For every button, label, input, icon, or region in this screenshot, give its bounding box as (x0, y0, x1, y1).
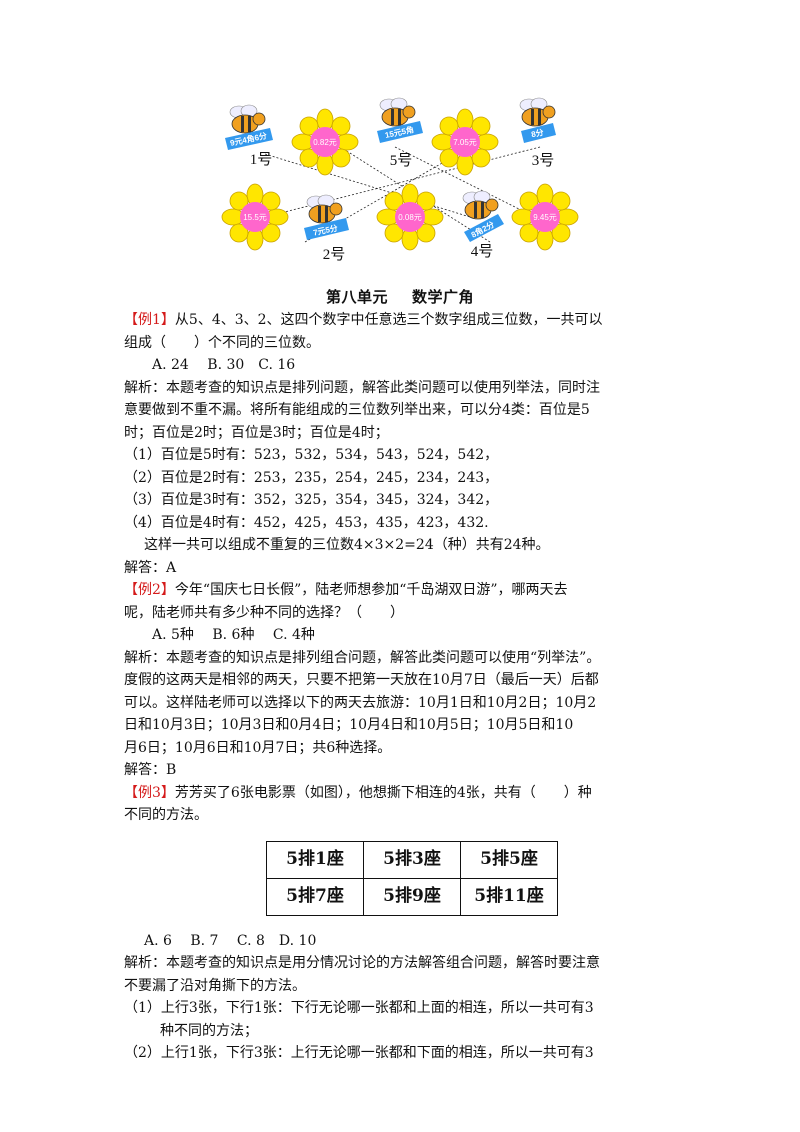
example1-answer: 解答：A (124, 559, 177, 576)
tickets-row-2: 5排7座 5排9座 5排11座 (266, 877, 558, 916)
example1-options: A. 24 B. 30 C. 16 (152, 357, 296, 373)
ticket-cell: 5排11座 (460, 877, 558, 916)
flower-label-2: 7.05元 (453, 138, 477, 147)
example1-question-line1: 【例1】从5、4、3、2、这四个数字中任意选三个数字组成三位数，一共可以 (124, 312, 603, 328)
example3-analysis-line1: 解析：本题考查的知识点是用分情况讨论的方法解答组合问题，解答时要注意 (124, 955, 600, 971)
tickets-row-1: 5排1座 5排3座 5排5座 (266, 840, 558, 879)
example2-options: A. 5种 B. 6种 C. 4种 (152, 627, 315, 643)
ticket-cell: 5排3座 (363, 840, 461, 879)
example2-analysis-line1: 解析：本题考查的知识点是排列组合问题，解答此类问题可以使用“列举法”。 (124, 649, 601, 666)
example1-case1: （1）百位是5时有：523，532，534，543，524，542， (124, 447, 499, 463)
example3-case1-line2: 种不同的方法； (160, 1022, 258, 1039)
example2-answer: 解答：B (124, 762, 177, 778)
example1-label: 【例1】 (124, 312, 175, 328)
ticket-cell: 5排7座 (266, 877, 364, 916)
flower-4: 0.08元 (376, 183, 444, 251)
example1-case4: （4）百位是4时有：452，425，453，435，423，432. (124, 514, 489, 531)
example3-question-line1: 【例3】芳芳买了6张电影票（如图），他想撕下相连的4张，共有（ ）种 (124, 784, 592, 801)
ticket-cell: 5排9座 (363, 877, 461, 916)
flower-3: 15.5元 (221, 183, 289, 251)
bee-number-4: 2号 (323, 247, 346, 263)
topic-title: 数学广角 (412, 288, 475, 306)
example2-analysis-line4: 日和10月3日；10月3日和0月4日；10月4日和10月5日；10月5日和10 (124, 717, 574, 733)
movie-tickets-table: 5排1座 5排3座 5排5座 5排7座 5排9座 5排11座 (266, 840, 558, 916)
bee-5: 8角2分 4号 (462, 190, 504, 260)
bee-2: 15元5角 5号 (377, 97, 423, 169)
example1-summary: 这样一共可以组成不重复的三位数4×3×2=24（种）共有24种。 (144, 537, 550, 553)
bee-number-1: 1号 (250, 152, 273, 168)
example2-label: 【例2】 (124, 582, 175, 598)
example1-analysis-line2: 意要做到不重不漏。将所有能组成的三位数列举出来，可以分4类：百位是5 (124, 402, 590, 418)
example2-analysis-line2: 度假的这两天是相邻的两天，只要不把第一天放在10月7日（最后一天）后都 (124, 672, 599, 688)
document-body: 【例1】从5、4、3、2、这四个数字中任意选三个数字组成三位数，一共可以 组成（… (124, 309, 684, 1065)
flower-label-3: 15.5元 (243, 213, 267, 222)
bee-number-5: 4号 (471, 244, 494, 260)
section-title: 第八单元 数学广角 (0, 286, 800, 307)
flower-label-5: 9.45元 (533, 213, 557, 222)
bee-1: 9元4角6分 1号 (225, 104, 273, 168)
example1-question-line2: 组成（ ）个不同的三位数。 (124, 334, 320, 351)
example2-analysis-line3: 可以。这样陆老师可以选择以下的两天去旅游：10月1日和10月2日；10月2 (124, 694, 597, 711)
example1-analysis-line1: 解析：本题考查的知识点是排列问题，解答此类问题可以使用列举法，同时注 (124, 379, 600, 396)
example1-case3: （3）百位是3时有：352，325，354，345，324，342， (124, 492, 499, 508)
example1-analysis-line3: 时；百位是2时；百位是3时；百位是4时； (124, 424, 389, 441)
example3-case2-line1: （2）上行1张，下行3张：上行无论哪一张都和下面的相连，所以一共可有3 (124, 1045, 594, 1061)
example2-question-line1: 【例2】今年“国庆七日长假”，陆老师想参加“千岛湖双日游”，哪两天去 (124, 582, 568, 598)
ticket-cell: 5排5座 (460, 840, 558, 879)
example2-analysis-line5: 月6日；10月6日和10月7日；共6种选择。 (124, 739, 392, 756)
bee-3: 8分 3号 (519, 97, 556, 169)
flower-label-1: 0.82元 (313, 138, 337, 147)
example1-case2: （2）百位是2时有：253，235，254，245，234，243， (124, 469, 499, 486)
unit-title: 第八单元 (325, 288, 388, 306)
bee-tag-3: 8分 (530, 127, 544, 139)
bee-4: 7元5分 2号 (304, 194, 349, 263)
example2-question-line2: 呢，陆老师共有多少种不同的选择？（ ） (124, 604, 404, 621)
example3-analysis-line2: 不要漏了沿对角撕下的方法。 (124, 977, 306, 994)
example3-question-line2: 不同的方法。 (124, 807, 208, 823)
bees-and-flowers-illustration: 0.82元 7.05元 15.5元 (221, 97, 579, 263)
bee-number-3: 3号 (532, 153, 555, 169)
example3-label: 【例3】 (124, 784, 175, 801)
bee-number-2: 5号 (390, 153, 413, 169)
ticket-cell: 5排1座 (266, 840, 364, 879)
flower-label-4: 0.08元 (398, 213, 422, 222)
example3-case1-line1: （1）上行3张，下行1张：下行无论哪一张都和上面的相连，所以一共可有3 (124, 1000, 594, 1016)
flower-5: 9.45元 (511, 183, 579, 251)
flower-1: 0.82元 (291, 108, 359, 176)
flower-2: 7.05元 (431, 108, 499, 176)
example3-options: A. 6 B. 7 C. 8 D. 10 (144, 932, 317, 949)
